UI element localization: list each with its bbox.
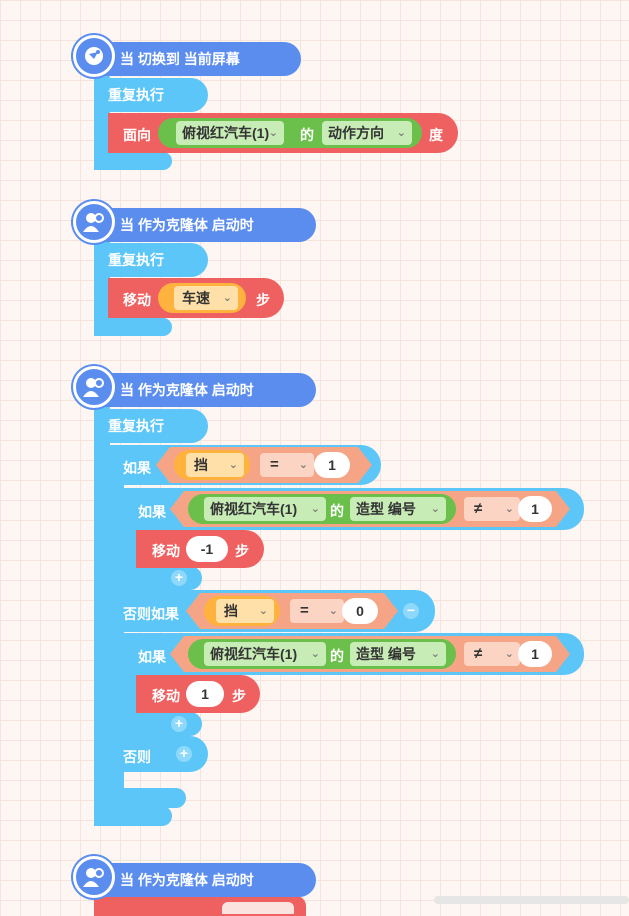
of-label: 的 xyxy=(300,127,314,143)
chevron-down-icon: ⌄ xyxy=(328,605,338,617)
else-if-header[interactable]: 否则如果 挡 ⌄ = ⌄ 0 − xyxy=(108,590,435,632)
sensing-reporter[interactable]: 俯视红汽车(1) ⌄ 的 造型 编号 ⌄ xyxy=(188,639,456,669)
steps-input[interactable]: -1 xyxy=(186,536,228,562)
of-label: 的 xyxy=(330,503,344,519)
point-towards-block[interactable]: 面向 俯视红汽车(1) ⌄ 的 动作方向 ⌄ 度 xyxy=(108,113,458,153)
move-label: 移动 xyxy=(152,543,180,559)
repeat-forever-label: 重复执行 xyxy=(108,87,164,103)
chevron-down-icon: ⌄ xyxy=(430,648,440,660)
variable-dropdown[interactable]: 车速 ⌄ xyxy=(174,286,238,310)
attribute-dropdown[interactable]: 动作方向 ⌄ xyxy=(322,121,412,145)
operator-dropdown[interactable]: = ⌄ xyxy=(260,453,314,477)
chevron-down-icon: ⌄ xyxy=(268,127,278,139)
equals-operator[interactable]: 挡 ⌄ = ⌄ 0 xyxy=(186,593,398,629)
chevron-down-icon: ⌄ xyxy=(310,503,320,515)
clone-person-icon xyxy=(73,366,115,408)
inner-if-header[interactable]: 如果 俯视红汽车(1) ⌄ 的 造型 编号 ⌄ ≠ ⌄ 1 xyxy=(122,633,584,675)
minus-icon[interactable]: − xyxy=(403,603,419,619)
repeat-forever-footer xyxy=(94,152,172,170)
operator-dropdown[interactable]: = ⌄ xyxy=(290,599,344,623)
chevron-down-icon: ⌄ xyxy=(430,503,440,515)
inner-if-footer[interactable] xyxy=(122,566,202,590)
repeat-forever-header[interactable]: 重复执行 xyxy=(94,78,208,112)
chevron-down-icon: ⌄ xyxy=(310,648,320,660)
variable-reporter[interactable]: 挡 ⌄ xyxy=(204,596,280,626)
inner-if-header[interactable]: 如果 俯视红汽车(1) ⌄ 的 造型 编号 ⌄ ≠ ⌄ 1 xyxy=(122,488,584,530)
steps-label: 步 xyxy=(256,292,270,308)
repeat-forever-header[interactable]: 重复执行 xyxy=(94,243,208,277)
chevron-down-icon: ⌄ xyxy=(504,648,514,660)
variable-dropdown[interactable]: 挡 ⌄ xyxy=(186,453,244,477)
else-header[interactable]: 否则 + xyxy=(108,736,208,772)
sensing-reporter[interactable]: 俯视红汽车(1) ⌄ 的 动作方向 ⌄ xyxy=(158,118,422,148)
else-label: 否则 xyxy=(123,749,151,765)
repeat-forever-label: 重复执行 xyxy=(108,418,164,434)
sensing-reporter[interactable]: 俯视红汽车(1) ⌄ 的 造型 编号 ⌄ xyxy=(188,494,456,524)
steps-label: 步 xyxy=(235,543,249,559)
repeat-forever-footer xyxy=(94,806,172,826)
attribute-dropdown[interactable]: 造型 编号 ⌄ xyxy=(350,497,446,521)
steps-input[interactable]: 1 xyxy=(186,681,224,707)
else-if-label: 否则如果 xyxy=(123,606,179,622)
inner-if-footer[interactable] xyxy=(122,712,202,736)
chevron-down-icon: ⌄ xyxy=(504,503,514,515)
move-steps-block[interactable]: 移动 车速 ⌄ 步 xyxy=(108,278,284,318)
chevron-down-icon: ⌄ xyxy=(258,605,268,617)
move-steps-block[interactable]: 移动 -1 步 xyxy=(136,530,264,568)
move-steps-block[interactable]: 移动 1 步 xyxy=(136,675,260,713)
hat-label: 当 切换到 当前屏幕 xyxy=(120,51,240,67)
sprite-dropdown[interactable]: 俯视红汽车(1) ⌄ xyxy=(204,642,326,666)
value-input[interactable]: 0 xyxy=(342,598,378,624)
sprite-dropdown[interactable]: 俯视红汽车(1) ⌄ xyxy=(176,121,284,145)
not-equals-operator[interactable]: 俯视红汽车(1) ⌄ 的 造型 编号 ⌄ ≠ ⌄ 1 xyxy=(170,636,570,672)
satellite-icon xyxy=(73,35,115,77)
attribute-dropdown[interactable]: 造型 编号 ⌄ xyxy=(350,642,446,666)
repeat-forever-footer xyxy=(94,318,172,336)
operator-dropdown[interactable]: ≠ ⌄ xyxy=(464,642,520,666)
not-equals-operator[interactable]: 俯视红汽车(1) ⌄ 的 造型 编号 ⌄ ≠ ⌄ 1 xyxy=(170,491,570,527)
equals-operator[interactable]: 挡 ⌄ = ⌄ 1 xyxy=(156,447,372,483)
value-input[interactable]: 1 xyxy=(518,496,552,522)
repeat-forever-header[interactable]: 重复执行 xyxy=(94,409,208,443)
steps-label: 步 xyxy=(232,688,246,704)
of-label: 的 xyxy=(330,648,344,664)
if-label: 如果 xyxy=(138,649,166,665)
hat-label: 当 作为克隆体 启动时 xyxy=(120,217,254,233)
variable-reporter[interactable]: 挡 ⌄ xyxy=(174,450,250,480)
variable-dropdown[interactable]: 挡 ⌄ xyxy=(216,599,274,623)
degree-label: 度 xyxy=(429,127,443,143)
move-label: 移动 xyxy=(152,688,180,704)
clone-person-icon xyxy=(73,201,115,243)
hat-label: 当 作为克隆体 启动时 xyxy=(120,382,254,398)
point-label: 面向 xyxy=(123,127,151,143)
plus-icon[interactable]: + xyxy=(171,716,187,732)
if-label: 如果 xyxy=(138,504,166,520)
if-header[interactable]: 如果 挡 ⌄ = ⌄ 1 xyxy=(108,445,381,485)
value-input[interactable]: 1 xyxy=(314,452,350,478)
horizontal-scrollbar[interactable] xyxy=(434,896,629,904)
partial-input[interactable] xyxy=(222,902,294,914)
if-label: 如果 xyxy=(123,460,151,476)
chevron-down-icon: ⌄ xyxy=(222,292,232,304)
sprite-dropdown[interactable]: 俯视红汽车(1) ⌄ xyxy=(204,497,326,521)
chevron-down-icon: ⌄ xyxy=(396,127,406,139)
move-label: 移动 xyxy=(123,292,151,308)
operator-dropdown[interactable]: ≠ ⌄ xyxy=(464,497,520,521)
hat-label: 当 作为克隆体 启动时 xyxy=(120,872,254,888)
if-else-footer xyxy=(108,788,186,808)
chevron-down-icon: ⌄ xyxy=(298,459,308,471)
plus-icon[interactable]: + xyxy=(171,570,187,586)
variable-reporter[interactable]: 车速 ⌄ xyxy=(158,283,246,313)
plus-icon[interactable]: + xyxy=(176,746,192,762)
repeat-forever-label: 重复执行 xyxy=(108,252,164,268)
clone-person-icon xyxy=(73,856,115,898)
repeat-forever-loop[interactable] xyxy=(94,405,110,825)
value-input[interactable]: 1 xyxy=(518,641,552,667)
chevron-down-icon: ⌄ xyxy=(228,459,238,471)
